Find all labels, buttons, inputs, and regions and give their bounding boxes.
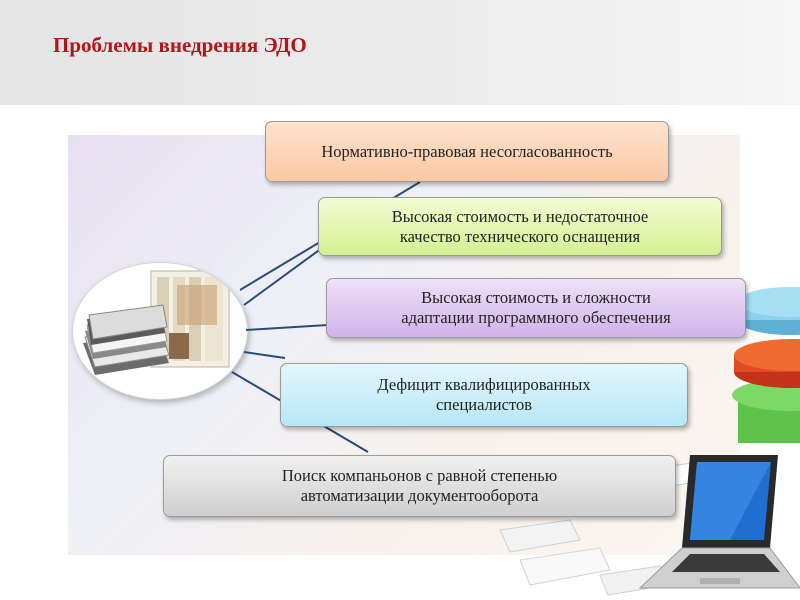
problem-text-line2: специалистов bbox=[435, 395, 532, 414]
problem-text-line2: адаптации программного обеспечения bbox=[401, 308, 671, 327]
connector-line-4 bbox=[243, 351, 286, 359]
problem-box-hardware-cost: Высокая стоимость и недостаточное качест… bbox=[318, 197, 722, 256]
problem-text-line1: Поиск компаньонов с равной степенью bbox=[281, 466, 558, 485]
problem-text-line1: Дефицит квалифицированных bbox=[377, 375, 591, 394]
header-band bbox=[0, 0, 800, 105]
connector-line-2 bbox=[243, 247, 323, 306]
problem-box-software-cost: Высокая стоимость и сложности адаптации … bbox=[326, 278, 746, 338]
problem-text-line1: Нормативно-правовая несогласованность bbox=[321, 141, 613, 161]
problem-text-line1: Высокая стоимость и сложности bbox=[421, 288, 651, 307]
problem-box-staff-shortage: Дефицит квалифицированных специалистов bbox=[280, 363, 688, 427]
problem-text-line2: качество технического оснащения bbox=[399, 226, 641, 246]
problem-text-line1: Высокая стоимость и недостаточное bbox=[391, 206, 649, 226]
problem-box-regulatory: Нормативно-правовая несогласованность bbox=[265, 121, 669, 182]
problem-text-line2: автоматизации документооборота bbox=[300, 486, 539, 505]
connector-line-3 bbox=[245, 324, 329, 331]
documents-stack-icon bbox=[83, 270, 230, 375]
documents-circle bbox=[72, 262, 248, 400]
problem-box-partner-automation: Поиск компаньонов с равной степенью авто… bbox=[163, 455, 676, 517]
pie-chart-icon bbox=[732, 287, 800, 443]
slide-title: Проблемы внедрения ЭДО bbox=[53, 33, 307, 57]
